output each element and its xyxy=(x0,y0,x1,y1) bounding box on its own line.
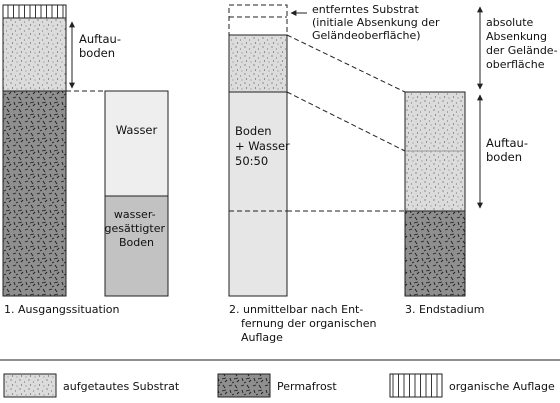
mixture-layer xyxy=(228,91,288,297)
legend-swatch-thawed xyxy=(3,373,57,398)
legend-swatch-organic xyxy=(389,373,443,398)
column-stage-3 xyxy=(404,91,466,297)
connector-surface-dashed xyxy=(286,34,406,93)
thawed-layer xyxy=(2,17,67,92)
permafrost-layer xyxy=(2,90,67,297)
water-column xyxy=(104,90,169,297)
caption-stage-3: 3. Endstadium xyxy=(405,303,484,316)
legend-label-thawed: aufgetautes Substrat xyxy=(63,380,180,393)
organic-layer xyxy=(2,4,67,19)
removed-substrate-outline xyxy=(228,4,288,36)
saturated-soil-label: wasser- gesättigter Boden xyxy=(105,208,169,249)
thawed-layer-2 xyxy=(228,34,288,93)
legend: aufgetautes Substrat Permafrost organisc… xyxy=(3,373,555,398)
water-layer xyxy=(104,90,169,197)
absolute-subsidence-label: absolute Absenkung der Gelände- oberfläc… xyxy=(486,16,560,71)
mixture-label: Boden + Wasser 50:50 xyxy=(235,124,293,168)
column-stage-2 xyxy=(228,4,288,297)
permafrost-layer-3 xyxy=(404,210,466,297)
auftauboden-label-3: Auftau- boden xyxy=(486,136,532,164)
saturated-soil-layer xyxy=(104,195,169,297)
thawed-layer-3 xyxy=(404,91,466,212)
caption-stage-1: 1. Ausgangssituation xyxy=(4,303,120,316)
column-stage-1 xyxy=(2,4,67,297)
auftauboden-label-1: Auftau- boden xyxy=(79,32,125,60)
legend-label-permafrost: Permafrost xyxy=(277,380,337,393)
wasser-label: Wasser xyxy=(116,123,158,137)
legend-swatch-permafrost xyxy=(217,373,271,398)
legend-label-organic: organische Auflage xyxy=(449,380,555,393)
connector-thaw-boundary-dashed xyxy=(286,91,406,152)
removed-substrate-label: entferntes Substrat (initiale Absenkung … xyxy=(312,3,443,42)
caption-stage-2: 2. unmittelbar nach Ent- fernung der org… xyxy=(229,303,380,344)
